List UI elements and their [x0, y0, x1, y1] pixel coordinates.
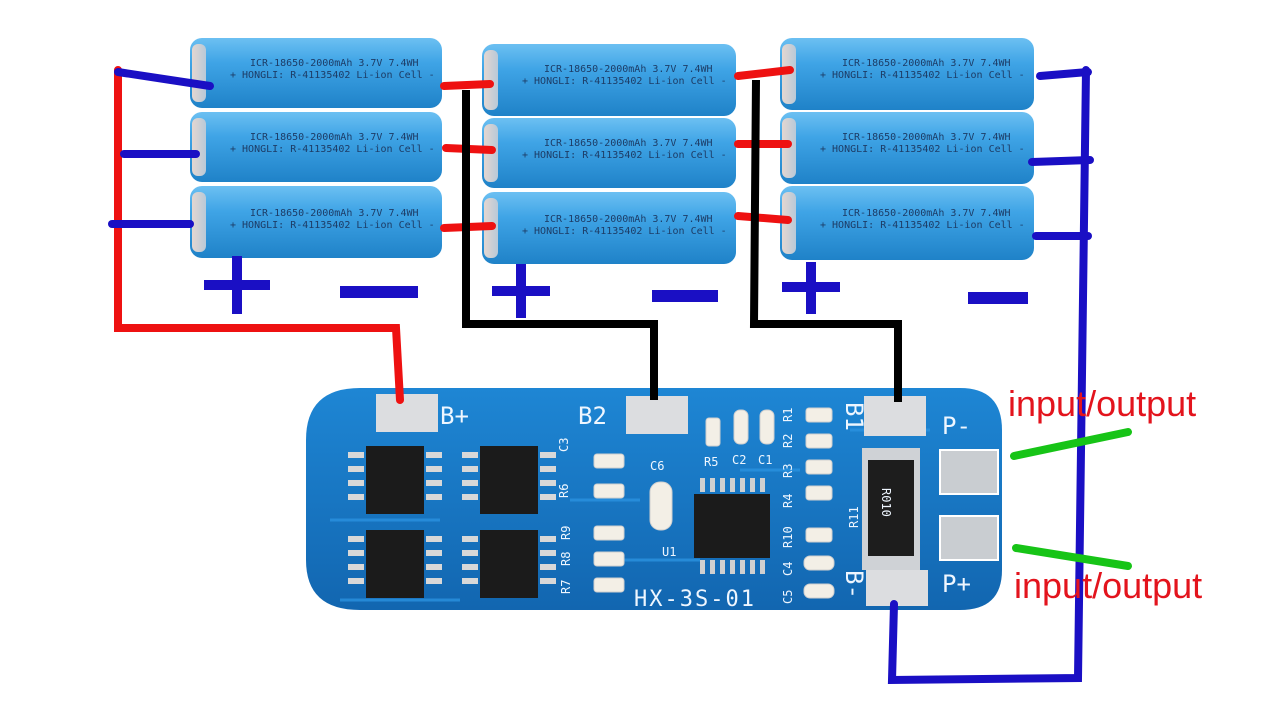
cell-text-line2: + HONGLI: R-41135402 Li-ion Cell - [522, 226, 727, 237]
pad-b-minus [866, 570, 928, 606]
wire-blue-b-minus [887, 66, 1094, 685]
label-b2: B2 [578, 402, 607, 430]
cell-text-line1: ICR-18650-2000mAh 3.7V 7.4WH [250, 58, 419, 69]
silk-label: C5 [781, 590, 795, 604]
cell-text-line2: + HONGLI: R-41135402 Li-ion Cell - [522, 150, 727, 161]
silk-label: U1 [662, 545, 676, 559]
label-b1: B1 [840, 402, 868, 431]
label-p-plus: P+ [942, 570, 971, 598]
silk-label: C4 [781, 562, 795, 576]
cell-1-2: ICR-18650-2000mAh 3.7V 7.4WH + HONGLI: R… [190, 112, 442, 182]
label-b-plus: B+ [440, 402, 469, 430]
cell-group-1: ICR-18650-2000mAh 3.7V 7.4WH + HONGLI: R… [190, 38, 442, 258]
cell-text-line2: + HONGLI: R-41135402 Li-ion Cell - [230, 70, 435, 81]
p-plus-output-pad [939, 515, 999, 561]
cell-text-line1: ICR-18650-2000mAh 3.7V 7.4WH [842, 132, 1011, 143]
silk-label: C3 [557, 438, 571, 452]
cell-group-2: ICR-18650-2000mAh 3.7V 7.4WH + HONGLI: R… [482, 44, 736, 264]
cell-text-line2: + HONGLI: R-41135402 Li-ion Cell - [820, 70, 1025, 81]
silk-label: C6 [650, 459, 664, 473]
pad-b-plus [376, 394, 438, 432]
plus-sign-3 [782, 262, 840, 314]
wire-black-b1 [749, 79, 902, 402]
wire-green-bottom [1012, 544, 1132, 570]
silk-label: C1 [758, 453, 772, 467]
silk-label: R2 [781, 434, 795, 448]
silk-label: C2 [732, 453, 746, 467]
cell-text-line1: ICR-18650-2000mAh 3.7V 7.4WH [842, 208, 1011, 219]
wire-green-top [1010, 428, 1132, 460]
silkscreen-labels: C3 R6 R9 R8 R7 C6 U1 R5 C2 C1 R3 R4 R10 … [557, 408, 861, 604]
cell-2-3: ICR-18650-2000mAh 3.7V 7.4WH + HONGLI: R… [482, 192, 736, 264]
silk-label: R4 [781, 494, 795, 508]
minus-sign-3 [968, 292, 1028, 304]
pad-b1 [864, 396, 926, 436]
cell-text-line1: ICR-18650-2000mAh 3.7V 7.4WH [250, 208, 419, 219]
label-io-top: input/output [1008, 383, 1196, 424]
label-io-bottom: input/output [1014, 565, 1202, 606]
wire-black-b2 [462, 90, 658, 400]
plus-sign-1 [204, 256, 270, 314]
wire-red-links-2 [734, 66, 794, 224]
cell-3-2: ICR-18650-2000mAh 3.7V 7.4WH + HONGLI: R… [780, 112, 1034, 184]
polarity-marks [204, 256, 1028, 318]
silk-label: R5 [704, 455, 718, 469]
minus-sign-2 [652, 290, 718, 302]
silk-label: R7 [559, 580, 573, 594]
label-b-minus: B- [840, 570, 868, 599]
cell-text-line2: + HONGLI: R-41135402 Li-ion Cell - [230, 220, 435, 231]
silk-label: R6 [557, 484, 571, 498]
wire-blue-group1 [108, 68, 214, 228]
mosfet-chip [462, 530, 556, 598]
mosfet-chip [348, 530, 442, 598]
cell-text-line1: ICR-18650-2000mAh 3.7V 7.4WH [250, 132, 419, 143]
silk-label: R11 [847, 506, 861, 528]
bms-board: R010 B+ B2 B1 B- P- P+ C3 R6 R9 R8 R7 C6… [306, 388, 1002, 612]
plus-sign-2 [492, 264, 550, 318]
board-model: HX-3S-01 [634, 587, 756, 612]
silk-label: R1 [781, 408, 795, 422]
cell-text-line1: ICR-18650-2000mAh 3.7V 7.4WH [544, 138, 713, 149]
cell-text-line2: + HONGLI: R-41135402 Li-ion Cell - [820, 220, 1025, 231]
minus-sign-1 [340, 286, 418, 298]
silk-label: R3 [781, 464, 795, 478]
cell-text-line1: ICR-18650-2000mAh 3.7V 7.4WH [544, 64, 713, 75]
cell-1-1: ICR-18650-2000mAh 3.7V 7.4WH + HONGLI: R… [190, 38, 442, 108]
cell-text-line2: + HONGLI: R-41135402 Li-ion Cell - [522, 76, 727, 87]
mosfet-chip [462, 446, 556, 514]
shunt-label: R010 [879, 488, 893, 517]
cell-1-3: ICR-18650-2000mAh 3.7V 7.4WH + HONGLI: R… [190, 186, 442, 258]
cell-text-line2: + HONGLI: R-41135402 Li-ion Cell - [820, 144, 1025, 155]
cell-2-2: ICR-18650-2000mAh 3.7V 7.4WH + HONGLI: R… [482, 118, 736, 188]
label-p-minus: P- [942, 412, 971, 440]
cell-group-3: ICR-18650-2000mAh 3.7V 7.4WH + HONGLI: R… [780, 38, 1034, 260]
silk-label: R10 [781, 526, 795, 548]
silk-label: R8 [559, 552, 573, 566]
silk-label: R9 [559, 526, 573, 540]
cell-text-line2: + HONGLI: R-41135402 Li-ion Cell - [230, 144, 435, 155]
pad-b2 [626, 396, 688, 434]
cell-text-line1: ICR-18650-2000mAh 3.7V 7.4WH [544, 214, 713, 225]
p-minus-output-pad [939, 449, 999, 495]
smd-components [593, 407, 835, 599]
cell-2-1: ICR-18650-2000mAh 3.7V 7.4WH + HONGLI: R… [482, 44, 736, 116]
cell-3-1: ICR-18650-2000mAh 3.7V 7.4WH + HONGLI: R… [780, 38, 1034, 110]
shunt-resistor: R010 [862, 448, 920, 570]
cell-text-line1: ICR-18650-2000mAh 3.7V 7.4WH [842, 58, 1011, 69]
controller-ic [694, 478, 770, 574]
wire-red-b-plus [114, 66, 404, 404]
cell-3-3: ICR-18650-2000mAh 3.7V 7.4WH + HONGLI: R… [780, 186, 1034, 260]
mosfet-chip [348, 446, 442, 514]
